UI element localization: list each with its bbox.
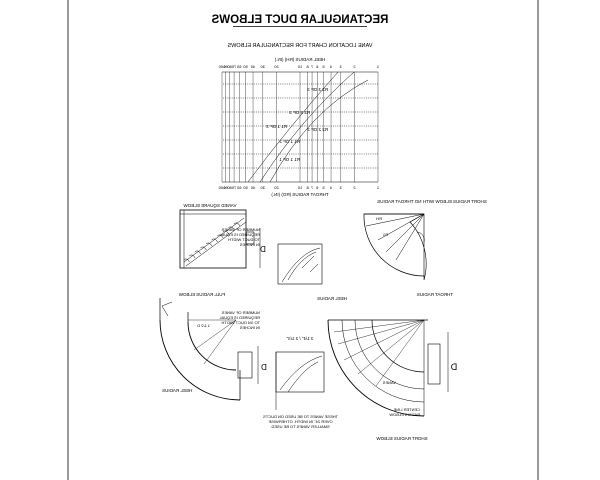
square-vane-7 <box>194 250 202 255</box>
top-tick-8: 10 <box>297 64 302 69</box>
square-vane-8 <box>189 254 196 259</box>
square-vane-5 <box>205 242 213 247</box>
short-radius-title: SHORT RADIUS ELBOW <box>376 436 428 441</box>
vane-detail-top: NUMBER OF VANES REQUIRED IS EQUAL TO DUC… <box>218 227 323 285</box>
vane-count-note-2: NUMBER OF VANES REQUIRED IS EQUAL TO 3/4… <box>218 310 260 330</box>
top-tick-17: 100 <box>218 64 225 69</box>
row-label-r1: R1 1 OF 3 <box>266 124 287 129</box>
row-label-r2-of-2: R2 2 OF 2 <box>307 127 328 132</box>
vaned-square-elbow: VANED SQUARE ELBOW D <box>179 203 266 269</box>
r1-label: R1 <box>382 232 388 237</box>
chart-grid-lines <box>221 72 379 182</box>
top-tick-0: 1 <box>376 64 379 69</box>
top-tick-14: 70 <box>231 64 236 69</box>
chart-caption: VANE LOCATION CHART FOR RECTANGULAR ELBO… <box>227 43 372 49</box>
bottom-tick-6: 7 <box>310 185 313 190</box>
bottom-tick-13: 60 <box>236 185 241 190</box>
bottom-tick-1: 2 <box>353 185 356 190</box>
top-tick-7: 8 <box>306 64 309 69</box>
full-radius-r-label: 1 1/2 D <box>197 323 210 328</box>
full-radius-elbow: FULL RADIUS ELBOW D 1 1/2 D HEEL RADIUS <box>159 292 267 401</box>
rh-label: RH <box>376 216 382 221</box>
bottom-tick-12: 50 <box>242 185 247 190</box>
vane-detail-bottom: 3 1/4" / 2 1/4" NUMBER OF VANES REQUIRED… <box>218 310 338 429</box>
top-tick-1: 2 <box>353 64 356 69</box>
top-tick-4: 5 <box>322 64 325 69</box>
bottom-tick-15: 80 <box>227 185 232 190</box>
vaned-square-dim: D <box>260 245 266 254</box>
full-radius-heel-label: HEEL RADIUS <box>162 388 192 393</box>
bottom-tick-10: 30 <box>260 185 265 190</box>
top-tick-15: 80 <box>227 64 232 69</box>
square-vane-1 <box>228 226 235 231</box>
bottom-tick-8: 10 <box>297 185 302 190</box>
full-radius-title: FULL RADIUS ELBOW <box>178 292 225 297</box>
bottom-tick-0: 1 <box>376 185 379 190</box>
short-radius-vanes-label: VANES <box>382 380 396 385</box>
top-tick-2: 3 <box>339 64 342 69</box>
short-radius-no-throat-title: SHORT RADIUS ELBOW WITH NO THROAT RADIUS <box>377 199 487 204</box>
vane-detail-dims: 3 1/4" / 2 1/4" <box>286 336 313 341</box>
top-tick-10: 30 <box>260 64 265 69</box>
top-tick-13: 60 <box>236 64 241 69</box>
bottom-tick-4: 5 <box>322 185 325 190</box>
bottom-tick-9: 20 <box>274 185 279 190</box>
square-vane-3 <box>217 234 224 239</box>
square-vane-6 <box>200 246 207 251</box>
short-radius-throat-label: THROAT RADIUS <box>417 292 453 297</box>
bottom-tick-7: 8 <box>306 185 309 190</box>
short-radius-elbow: THROAT RADIUS HEEL RADIUS D VANES CENTER… <box>317 292 457 441</box>
top-tick-6: 7 <box>310 64 313 69</box>
bottom-axis-label: THROAT RADIUS (RO) (IN.) <box>271 192 329 197</box>
short-radius-dim: D <box>450 362 457 372</box>
square-vane-9 <box>183 258 190 263</box>
top-tick-12: 50 <box>242 64 247 69</box>
sheet-title: RECTANGULAR DUCT ELBOWS <box>211 14 388 26</box>
vane-location-chart: HEEL RADIUS (RH) (IN.) 12345678102030405… <box>218 57 379 197</box>
bottom-tick-17: 100 <box>218 185 225 190</box>
short-radius-no-throat-elbow: SHORT RADIUS ELBOW WITH NO THROAT RADIUS… <box>363 199 487 281</box>
vane-footnote: THESE VANES TO BE USED ON DUCTS OVER 24"… <box>262 414 338 429</box>
bottom-tick-14: 70 <box>231 185 236 190</box>
short-radius-center-line: CENTER LINE RADIUS ELBOW <box>389 407 420 417</box>
vane-count-note-1: NUMBER OF VANES REQUIRED IS EQUAL TO DUC… <box>218 227 260 247</box>
chart-rows <box>222 83 378 169</box>
full-radius-dim: D <box>261 363 267 372</box>
top-tick-5: 6 <box>315 64 318 69</box>
bottom-tick-2: 3 <box>339 185 342 190</box>
square-vane-4 <box>211 238 218 243</box>
row-label-r1-of-1: R1 1 OF 1 <box>279 157 300 162</box>
top-tick-9: 20 <box>274 64 279 69</box>
top-tick-11: 40 <box>250 64 255 69</box>
square-vane-2 <box>222 230 230 235</box>
vaned-square-title: VANED SQUARE ELBOW <box>183 203 237 208</box>
bottom-tick-16: 90 <box>223 185 228 190</box>
top-tick-3: 4 <box>329 64 332 69</box>
short-radius-heel-label: HEEL RADIUS <box>317 296 347 301</box>
bottom-tick-5: 6 <box>315 185 318 190</box>
top-tick-16: 90 <box>223 64 228 69</box>
square-vane-0 <box>233 222 241 227</box>
bottom-tick-11: 40 <box>250 185 255 190</box>
row-label-r3: R3 3 OF 3 <box>307 87 328 92</box>
row-label-r2: R2 2 OF 3 <box>289 110 310 115</box>
top-axis-label: HEEL RADIUS (RH) (IN.) <box>274 57 325 62</box>
bottom-tick-3: 4 <box>329 185 332 190</box>
row-label-r1-of-2: R1 1 OF 2 <box>279 139 300 144</box>
